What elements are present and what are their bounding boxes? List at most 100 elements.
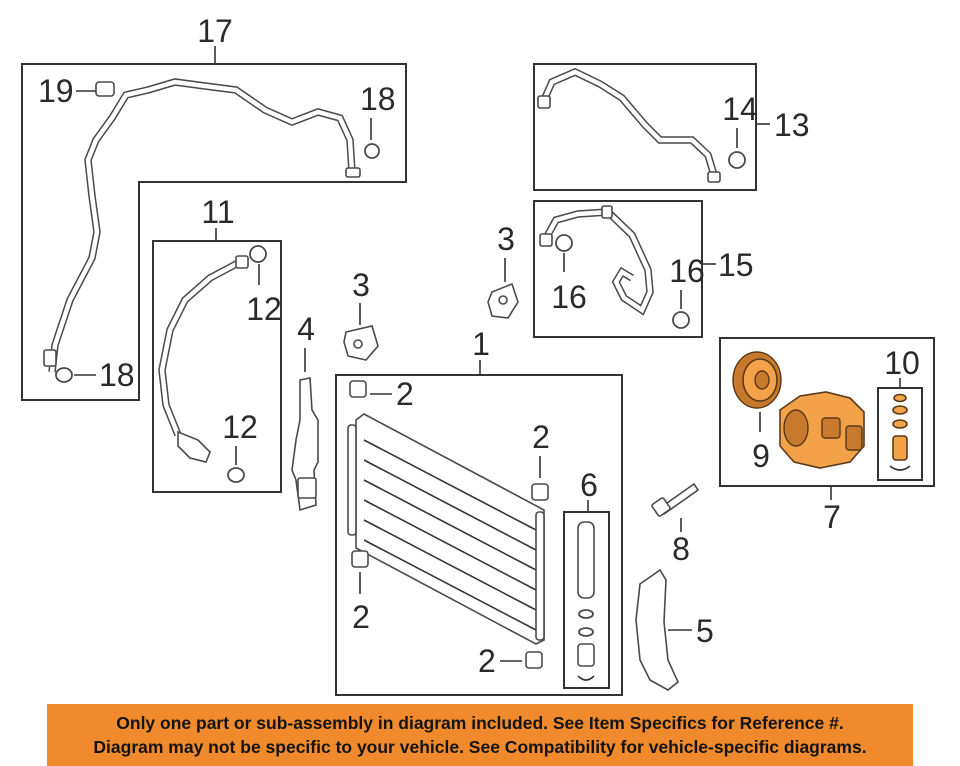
o-ring-16-left [555, 234, 573, 252]
drier-o-ring-a [578, 609, 594, 619]
callout-2-a: 2 [396, 376, 414, 412]
callout-18-upper: 18 [360, 81, 396, 117]
callout-9: 9 [752, 438, 770, 474]
valve-o-ring-a [893, 393, 907, 403]
group-11-frame [152, 240, 282, 493]
callout-7: 7 [823, 499, 841, 535]
callout-19: 19 [38, 73, 74, 109]
seal-5-shape [635, 568, 679, 691]
callout-8: 8 [672, 531, 690, 567]
drier-plug [577, 643, 595, 667]
liquid-line-hose [158, 255, 249, 463]
group-17-frame [21, 63, 407, 401]
compressor-clutch-pulley-9 [732, 351, 782, 409]
pipe-13-fitting-right [707, 171, 721, 183]
pipe-assembly-15-group: 15 16 16 [533, 200, 754, 338]
group-6-frame [563, 511, 610, 689]
compressor-port [821, 417, 841, 439]
callout-5: 5 [696, 613, 714, 649]
rubber-mount-2-a [349, 380, 367, 398]
callout-10: 10 [884, 345, 920, 381]
bolt-8-head [651, 497, 671, 517]
callout-3-left: 3 [352, 267, 370, 303]
rubber-mount-2-b [531, 483, 549, 501]
condenser-core-body [355, 413, 545, 645]
pipe-13-fitting-left [537, 95, 551, 109]
drier-o-ring-b [578, 627, 594, 637]
o-ring-12-lower [227, 467, 245, 483]
liquid-line-block [177, 430, 211, 463]
callout-2-b: 2 [532, 419, 550, 455]
pulley-hub [754, 370, 770, 390]
o-ring-18-upper [364, 143, 380, 159]
o-ring-14 [728, 151, 746, 169]
callout-15: 15 [718, 247, 754, 283]
disclaimer-banner: Only one part or sub-assembly in diagram… [47, 704, 913, 766]
bracket-3-left-hole [353, 339, 363, 349]
o-ring-12-upper [249, 245, 267, 263]
callout-6: 6 [580, 467, 598, 503]
control-valve [892, 435, 908, 461]
hose-assembly-17-group: 17 19 18 18 [21, 13, 407, 401]
compressor-body [779, 391, 865, 469]
callout-2-c: 2 [352, 599, 370, 635]
compressor-7-group: 7 9 10 [719, 337, 935, 535]
liquid-line-fitting-top [235, 255, 249, 269]
callout-13: 13 [774, 107, 810, 143]
hose-assembly-11-group: 11 12 12 [152, 194, 282, 493]
valve-o-ring-c [892, 419, 908, 429]
callout-18-lower: 18 [99, 357, 135, 393]
condenser-core [347, 413, 545, 645]
seal-4-shape [291, 377, 319, 512]
mount-bracket-3-right: 3 [487, 221, 519, 319]
valve-kit-10: 10 [877, 345, 923, 481]
disclaimer-line-1: Only one part or sub-assembly in diagram… [116, 713, 844, 733]
valve-snap-ring [889, 465, 911, 471]
condenser-1-group: 1 2 2 2 2 [335, 326, 623, 696]
drier-snap-ring [577, 675, 595, 681]
pipe-15-fitting [539, 233, 553, 247]
suction-pipe-13 [537, 67, 721, 183]
ac-system-diagram: 17 19 18 18 11 12 12 [21, 13, 935, 696]
group-13-frame [533, 63, 757, 191]
disclaimer-line-2: Diagram may not be specific to your vehi… [93, 737, 867, 757]
compressor-front [783, 409, 809, 447]
seal-4-group: 4 [291, 311, 319, 512]
callout-3-right: 3 [497, 221, 515, 257]
callout-4: 4 [297, 311, 315, 347]
callout-12-lower: 12 [222, 409, 258, 445]
hose-fitting-lower [43, 349, 57, 367]
seal-5-group: 5 [635, 568, 714, 691]
group-15-frame [533, 200, 703, 338]
service-port-19 [95, 81, 115, 97]
valve-o-ring-b [892, 405, 908, 415]
discharge-hose-pipe [43, 78, 361, 373]
condenser-right-tank [535, 511, 545, 641]
callout-1: 1 [472, 326, 490, 362]
callout-16-right: 16 [669, 253, 705, 289]
hose-fitting-end [345, 167, 361, 178]
callout-14: 14 [722, 91, 758, 127]
callout-17: 17 [197, 13, 233, 49]
pipe-15-bracket [601, 205, 613, 219]
callout-16-left: 16 [551, 279, 587, 315]
pipe-assembly-13-group: 13 14 [533, 63, 810, 191]
callout-11: 11 [201, 194, 234, 230]
condenser-left-tank [347, 424, 357, 536]
condenser-fins [363, 439, 537, 631]
seal-4-clip [297, 477, 317, 499]
callout-2-d: 2 [478, 643, 496, 679]
bolt-8-group: 8 [651, 482, 700, 567]
callout-12-upper: 12 [246, 291, 282, 327]
compressor-rear [845, 425, 863, 451]
rubber-mount-2-c [351, 550, 369, 568]
receiver-drier-6-group: 6 [563, 467, 610, 689]
pipe-15 [539, 205, 654, 316]
mount-bracket-3-left: 3 [343, 267, 379, 361]
o-ring-18-lower [55, 367, 73, 383]
desiccant-bag [577, 521, 595, 599]
group-7-frame [719, 337, 935, 487]
group-1-frame [335, 374, 623, 696]
bracket-3-right-hole [498, 295, 508, 305]
